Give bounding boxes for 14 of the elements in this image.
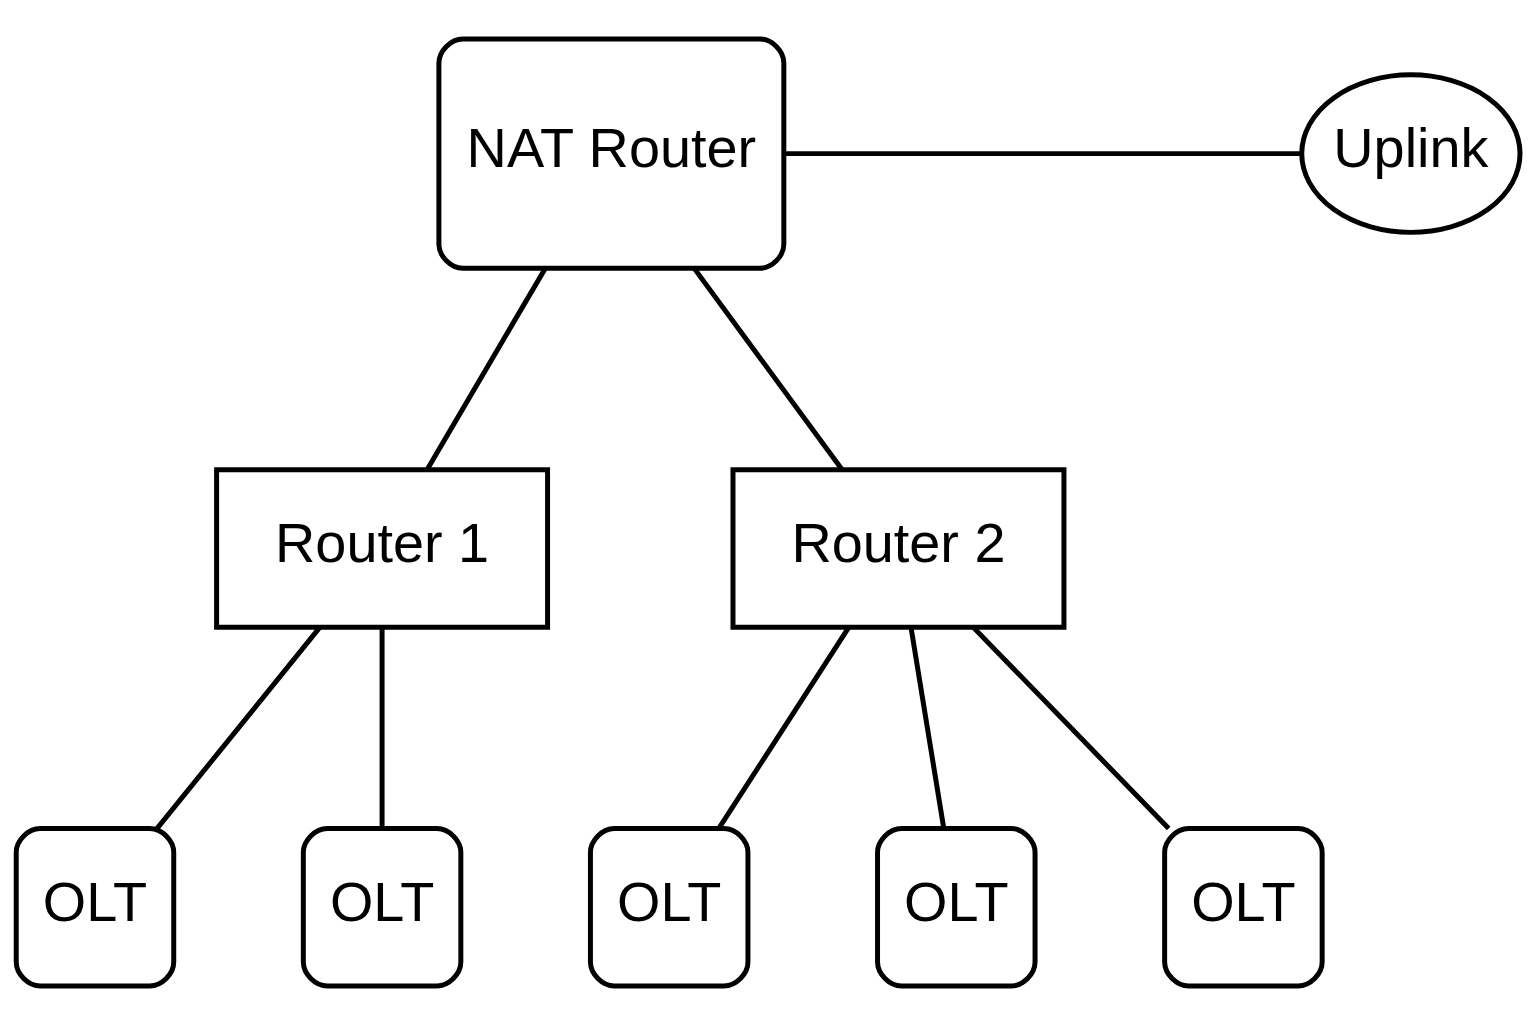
connector [379,626,385,828]
node-box: OLT [875,825,1038,988]
node-box: OLT [300,825,464,988]
node-ellipse: Uplink [1299,71,1523,235]
connector [971,625,1171,830]
node-box: OLT [1162,825,1325,988]
node-box: NAT Router [436,36,787,271]
node-box: Router 1 [214,466,551,630]
connector [783,150,1302,156]
connector [908,626,947,829]
node-box: OLT [13,825,177,988]
connector [425,266,548,471]
node-box: OLT [587,825,751,988]
node-box: Router 2 [730,466,1067,630]
